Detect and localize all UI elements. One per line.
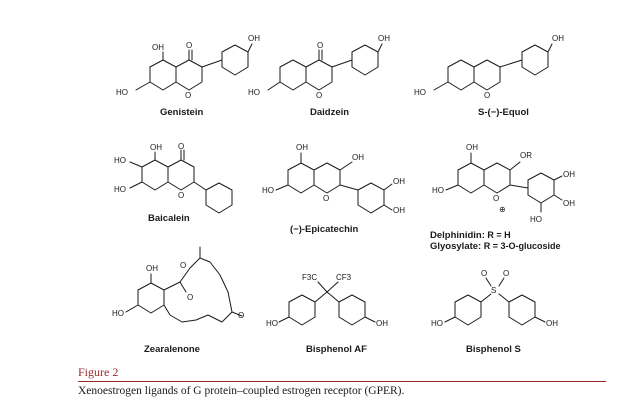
structure-delphinidin: OH OR O ⊕ HO OH OH HO xyxy=(432,143,575,224)
atom-ho: HO xyxy=(262,186,274,195)
atom-o: O xyxy=(238,311,244,320)
atom-o: O xyxy=(180,261,186,270)
atom-ho: HO xyxy=(248,88,260,97)
atom-ho: HO xyxy=(116,88,128,97)
compound-name-bisphenol-s: Bisphenol S xyxy=(466,344,521,355)
atom-oh: OH xyxy=(352,153,364,162)
compound-name-equol: S-(−)-Equol xyxy=(478,107,529,118)
atom-o: O xyxy=(317,41,323,50)
atom-ho: HO xyxy=(432,186,444,195)
structure-baicalein: OH O O HO HO xyxy=(114,142,233,214)
structure-zearalenone: OH O O O HO xyxy=(112,246,244,323)
figure-label: Figure 2 xyxy=(78,365,119,379)
compound-name-epicatechin: (−)-Epicatechin xyxy=(290,224,359,235)
atom-oh: OH xyxy=(393,206,405,215)
atom-oh: OH xyxy=(296,143,308,152)
figure-caption: Xenoestrogen ligands of G protein–couple… xyxy=(78,385,405,397)
atom-oh: OH xyxy=(563,170,575,179)
atom-o: O xyxy=(178,142,184,151)
atom-o: O xyxy=(316,91,322,100)
atom-o: O xyxy=(503,269,509,278)
compound-name-bisphenol-af: Bisphenol AF xyxy=(306,344,367,355)
atom-oh: OH xyxy=(563,199,575,208)
compound-name-glycosylate: Glyosylate: R = 3-O-glucoside xyxy=(430,241,560,252)
atom-oh: OH xyxy=(552,34,564,43)
atom-ho: HO xyxy=(431,319,443,328)
structure-bisphenol-s: S O O HO OH xyxy=(431,269,558,328)
compound-name-daidzein: Daidzein xyxy=(310,107,349,118)
atom-o: O xyxy=(481,269,487,278)
compound-name-zearalenone: Zearalenone xyxy=(144,344,200,355)
atom-oh: OH xyxy=(546,319,558,328)
atom-oh: OH xyxy=(152,43,164,52)
atom-cf3: CF3 xyxy=(336,273,352,282)
atom-o: O xyxy=(187,293,193,302)
atom-ho: HO xyxy=(114,185,126,194)
atom-ho: HO xyxy=(112,309,124,318)
compound-name-baicalein: Baicalein xyxy=(148,213,190,224)
structure-daidzein: O O HO OH xyxy=(248,34,390,100)
atom-plus: ⊕ xyxy=(499,205,506,214)
structure-bisphenol-af: F3C CF3 HO OH xyxy=(266,273,388,328)
atom-oh: OH xyxy=(376,319,388,328)
atom-o: O xyxy=(185,91,191,100)
compound-name-delphinidin: Delphinidin: R = H xyxy=(430,230,511,241)
atom-f3c: F3C xyxy=(302,273,317,282)
structure-genistein: OH O O HO OH xyxy=(116,34,260,100)
atom-ho: HO xyxy=(266,319,278,328)
atom-oh: OH xyxy=(466,143,478,152)
structure-epicatechin: OH OH O HO OH OH xyxy=(262,143,405,215)
atom-o: O xyxy=(323,194,329,203)
figure-rule xyxy=(78,381,606,382)
atom-o: O xyxy=(178,191,184,200)
atom-oh: OH xyxy=(378,34,390,43)
atom-oh: OH xyxy=(150,143,162,152)
atom-ho: HO xyxy=(114,156,126,165)
atom-o: O xyxy=(493,194,499,203)
atom-ho: HO xyxy=(414,88,426,97)
atom-or: OR xyxy=(520,151,532,160)
atom-oh: OH xyxy=(146,264,158,273)
chemical-structures-figure: OH O O HO OH Genistein O O HO OH Daidzei… xyxy=(112,34,575,355)
atom-s: S xyxy=(491,286,496,295)
atom-o: O xyxy=(484,91,490,100)
compound-name-genistein: Genistein xyxy=(160,107,203,118)
atom-o: O xyxy=(186,41,192,50)
atom-oh: OH xyxy=(248,34,260,43)
structure-equol: O HO OH xyxy=(414,34,564,100)
atom-ho: HO xyxy=(530,215,542,224)
atom-oh: OH xyxy=(393,177,405,186)
